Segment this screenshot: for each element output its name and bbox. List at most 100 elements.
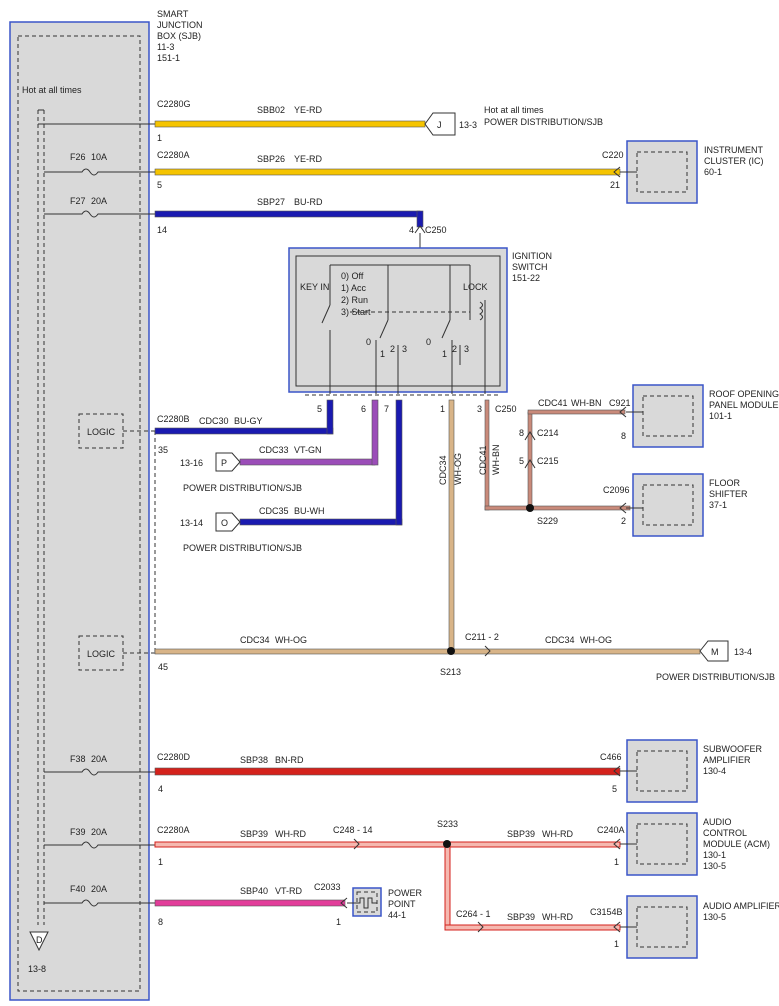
svg-text:C2280G: C2280G bbox=[157, 99, 191, 109]
connector-arrow-icon bbox=[613, 166, 621, 178]
svg-text:1: 1 bbox=[614, 857, 619, 867]
circuit-sbp38: C2280D 4 SBP38 BN-RD C466 5 bbox=[154, 752, 622, 794]
logic-box-2: LOGIC bbox=[78, 635, 124, 671]
svg-text:F26: F26 bbox=[70, 152, 86, 162]
svg-text:C921: C921 bbox=[609, 398, 631, 408]
sjb-title-2: JUNCTION bbox=[157, 20, 203, 30]
svg-text:130-1: 130-1 bbox=[703, 850, 726, 860]
svg-text:F40: F40 bbox=[70, 884, 86, 894]
svg-text:IGNITION: IGNITION bbox=[512, 251, 552, 261]
circuit-cdc41: 3 C250 CDC41 WH-BN CDC41 WH-BN C921 8 8 … bbox=[477, 398, 631, 526]
svg-text:M: M bbox=[711, 647, 719, 657]
svg-text:CDC35: CDC35 bbox=[259, 506, 289, 516]
svg-text:3: 3 bbox=[477, 404, 482, 414]
svg-text:C248 - 14: C248 - 14 bbox=[333, 825, 373, 835]
svg-text:13-4: 13-4 bbox=[734, 647, 752, 657]
svg-text:C214: C214 bbox=[537, 428, 559, 438]
svg-text:5: 5 bbox=[612, 784, 617, 794]
svg-text:BU-RD: BU-RD bbox=[294, 197, 323, 207]
svg-text:AUDIO: AUDIO bbox=[703, 817, 732, 827]
svg-text:60-1: 60-1 bbox=[704, 167, 722, 177]
floor-shifter-component: FLOOR SHIFTER 37-1 bbox=[626, 473, 748, 537]
svg-text:SBP40: SBP40 bbox=[240, 886, 268, 896]
svg-text:WH-RD: WH-RD bbox=[275, 829, 306, 839]
svg-text:5: 5 bbox=[519, 456, 524, 466]
svg-text:SBB02: SBB02 bbox=[257, 105, 285, 115]
ground-triangle-icon bbox=[29, 931, 49, 952]
svg-text:CDC34: CDC34 bbox=[438, 455, 448, 485]
svg-text:YE-RD: YE-RD bbox=[294, 154, 323, 164]
splice-s213-icon bbox=[447, 647, 455, 655]
svg-text:37-1: 37-1 bbox=[709, 500, 727, 510]
svg-text:0: 0 bbox=[426, 337, 431, 347]
svg-text:WH-BN: WH-BN bbox=[491, 445, 501, 476]
svg-text:LOGIC: LOGIC bbox=[87, 649, 116, 659]
lock-solenoid-icon bbox=[479, 301, 483, 321]
svg-text:CONTROL: CONTROL bbox=[703, 828, 747, 838]
hot-at-all-times-label: Hot at all times bbox=[22, 85, 82, 95]
roof-opening-panel-module-component: ROOF OPENING PANEL MODULE 101-1 bbox=[626, 384, 779, 448]
splice-s229-icon bbox=[526, 504, 534, 512]
svg-text:S233: S233 bbox=[437, 819, 458, 829]
svg-text:CDC34: CDC34 bbox=[240, 635, 270, 645]
svg-text:1: 1 bbox=[336, 917, 341, 927]
svg-text:YE-RD: YE-RD bbox=[294, 105, 323, 115]
svg-text:2: 2 bbox=[452, 344, 457, 354]
svg-text:S229: S229 bbox=[537, 516, 558, 526]
sjb-title-5: 151-1 bbox=[157, 53, 180, 63]
instrument-cluster-component: INSTRUMENT CLUSTER (IC) 60-1 bbox=[620, 140, 764, 204]
circuit-cdc34-vertical: 1 CDC34 WH-OG bbox=[438, 399, 463, 651]
svg-text:BU-GY: BU-GY bbox=[234, 416, 263, 426]
svg-text:CDC41: CDC41 bbox=[478, 445, 488, 475]
fuse-f38: F38 20A bbox=[44, 754, 155, 776]
svg-text:AMPLIFIER: AMPLIFIER bbox=[703, 755, 751, 765]
svg-text:44-1: 44-1 bbox=[388, 910, 406, 920]
circuit-sbp26: C2280A 5 SBP26 YE-RD C220 21 bbox=[154, 150, 624, 190]
svg-text:1: 1 bbox=[442, 349, 447, 359]
svg-text:130-4: 130-4 bbox=[703, 766, 726, 776]
svg-text:FLOOR: FLOOR bbox=[709, 478, 741, 488]
fuse-f27: F27 20A bbox=[44, 196, 155, 218]
svg-text:1) Acc: 1) Acc bbox=[341, 283, 367, 293]
svg-text:20A: 20A bbox=[91, 827, 107, 837]
svg-text:SBP38: SBP38 bbox=[240, 755, 268, 765]
connector-j-icon bbox=[424, 112, 456, 136]
svg-text:C2280B: C2280B bbox=[157, 414, 190, 424]
lock-label: LOCK bbox=[463, 282, 488, 292]
connector-arrow-icon bbox=[613, 838, 621, 850]
circuit-cdc33: 6 CDC33 VT-GN P 13-16 POWER DISTRIBUTION… bbox=[180, 399, 379, 493]
svg-text:130-5: 130-5 bbox=[703, 861, 726, 871]
svg-text:O: O bbox=[221, 518, 228, 528]
svg-text:C215: C215 bbox=[537, 456, 559, 466]
svg-text:Hot at all times: Hot at all times bbox=[484, 105, 544, 115]
svg-text:3: 3 bbox=[464, 344, 469, 354]
connector-arrow-icon bbox=[353, 838, 360, 850]
sjb-title-1: SMART bbox=[157, 9, 189, 19]
svg-text:8: 8 bbox=[158, 917, 163, 927]
connector-arrow-icon bbox=[340, 897, 348, 909]
svg-text:P: P bbox=[221, 458, 227, 468]
svg-text:C466: C466 bbox=[600, 752, 622, 762]
svg-text:SBP39: SBP39 bbox=[240, 829, 268, 839]
fuse-f39: F39 20A bbox=[44, 827, 155, 849]
svg-text:SBP26: SBP26 bbox=[257, 154, 285, 164]
fuse-f26: F26 10A bbox=[44, 152, 155, 176]
sjb-title-3: BOX (SJB) bbox=[157, 31, 201, 41]
svg-text:SWITCH: SWITCH bbox=[512, 262, 548, 272]
svg-text:C2033: C2033 bbox=[314, 882, 341, 892]
svg-text:WH-OG: WH-OG bbox=[580, 635, 612, 645]
circuit-cdc30: C2280B 35 CDC30 BU-GY 5 bbox=[154, 399, 334, 455]
svg-text:WH-OG: WH-OG bbox=[275, 635, 307, 645]
svg-text:35: 35 bbox=[158, 445, 168, 455]
connector-arrow-icon bbox=[619, 502, 627, 514]
svg-text:AUDIO AMPLIFIER: AUDIO AMPLIFIER bbox=[703, 901, 779, 911]
svg-text:2: 2 bbox=[390, 344, 395, 354]
svg-text:CDC30: CDC30 bbox=[199, 416, 229, 426]
svg-text:POWER DISTRIBUTION/SJB: POWER DISTRIBUTION/SJB bbox=[183, 543, 302, 553]
svg-text:C211 - 2: C211 - 2 bbox=[465, 632, 499, 642]
connector-arrow-icon bbox=[619, 406, 627, 418]
svg-text:WH-RD: WH-RD bbox=[542, 829, 573, 839]
svg-text:VT-GN: VT-GN bbox=[294, 445, 322, 455]
circuit-sbb02: C2280G 1 SBB02 YE-RD J 13-3 Hot at all t… bbox=[154, 99, 603, 143]
